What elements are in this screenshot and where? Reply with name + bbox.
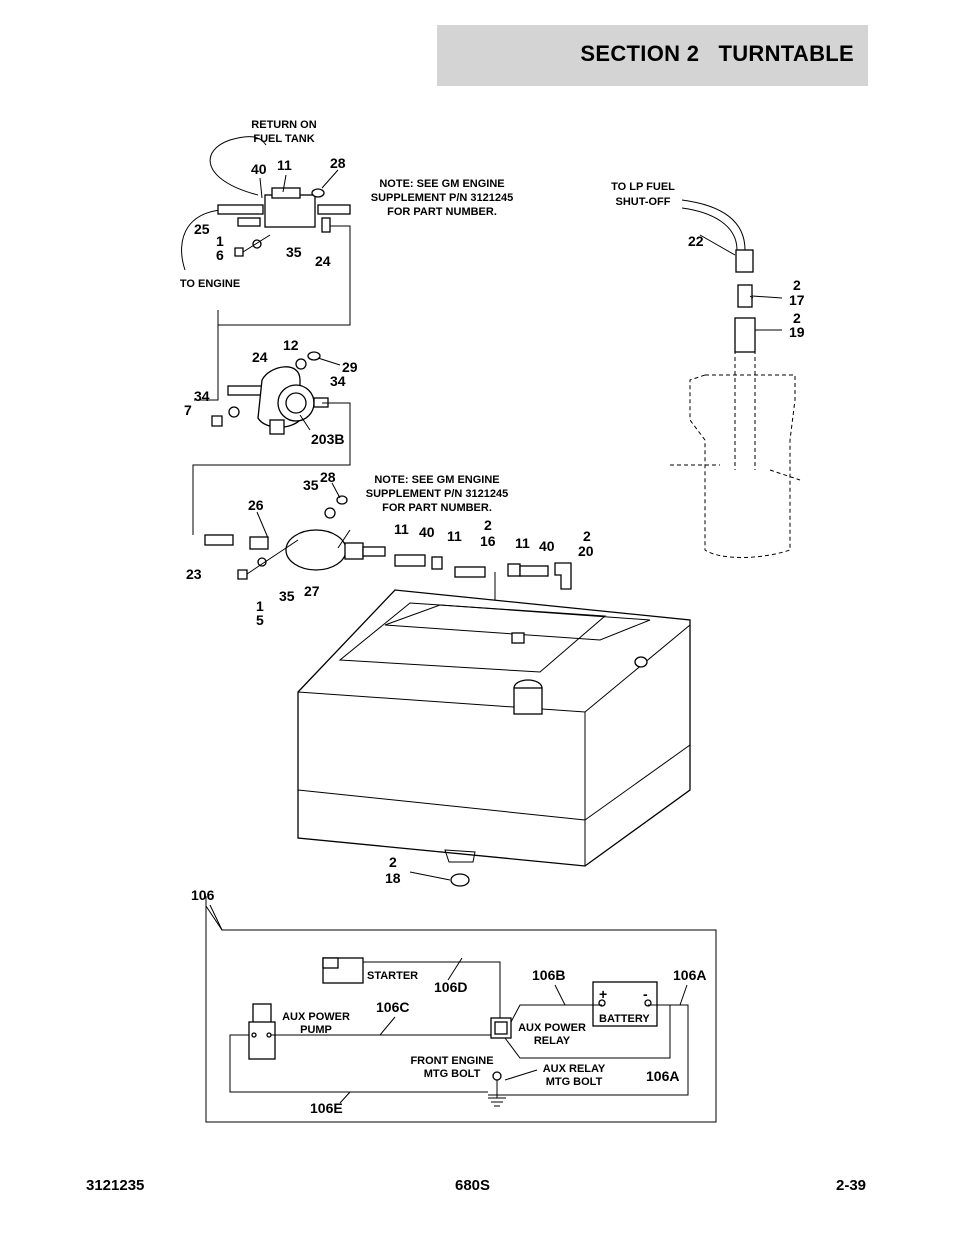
note1-line2: SUPPLEMENT P/N 3121245 [371, 192, 513, 204]
part-number: 19 [789, 324, 805, 340]
part-number: 20 [578, 543, 594, 559]
battery-label: BATTERY [599, 1013, 650, 1025]
front-engine-label-2: MTG BOLT [424, 1068, 481, 1080]
note2-line2: SUPPLEMENT P/N 3121245 [366, 488, 508, 500]
callout-to-engine: TO ENGINE [180, 278, 240, 290]
relay-label-1: AUX POWER [518, 1022, 586, 1034]
aux-power-pump [248, 1021, 276, 1060]
part-number: 6 [216, 247, 224, 263]
battery-plus: + [599, 986, 607, 1002]
part-number: 2 [484, 517, 492, 533]
part-number: 28 [320, 469, 336, 485]
footer-model: 680S [455, 1177, 491, 1194]
note2-line3: FOR PART NUMBER. [382, 502, 492, 514]
ref-106d: 106D [434, 979, 467, 995]
fuel-filter-line [204, 495, 572, 640]
ref-106a-top: 106A [673, 967, 706, 983]
ref-106a-bottom: 106A [646, 1068, 679, 1084]
fuel-tank [297, 589, 691, 887]
part-number: 18 [385, 870, 401, 886]
aux-relay-label-1: AUX RELAY [543, 1063, 606, 1075]
part-number: 5 [256, 612, 264, 628]
wiring-diagram: 106 STARTER 106D + - BATTERY 106B 106A A… [191, 887, 717, 1123]
battery-minus: - [643, 986, 648, 1002]
part-number: 23 [186, 566, 202, 582]
part-number: 11 [277, 157, 292, 173]
part-number: 40 [419, 524, 435, 540]
part-number: 27 [304, 583, 320, 599]
part-number: 34 [194, 388, 210, 404]
part-number: 35 [286, 244, 302, 260]
aux-relay-label-2: MTG BOLT [546, 1076, 603, 1088]
part-number: 203B [311, 431, 344, 447]
ref-106e: 106E [310, 1100, 343, 1116]
footer-doc-number: 3121235 [86, 1177, 145, 1194]
starter-label: STARTER [367, 970, 418, 982]
leader-lines [256, 169, 783, 549]
pump-label-2: PUMP [300, 1024, 332, 1036]
note1-line1: NOTE: SEE GM ENGINE [379, 178, 504, 190]
part-number: 24 [252, 349, 268, 365]
part-number: 11 [515, 535, 530, 551]
section-header: SECTION 2 TURNTABLE [437, 25, 868, 86]
regulator-assembly [192, 310, 351, 535]
part-number: 17 [789, 292, 805, 308]
note1-line3: FOR PART NUMBER. [387, 206, 497, 218]
ref-106b: 106B [532, 967, 565, 983]
fuel-fitting-assembly [181, 136, 351, 326]
pump-label-1: AUX POWER [282, 1011, 350, 1023]
part-number: 11 [447, 528, 462, 544]
lp-shutoff-assembly [670, 199, 801, 558]
part-number: 35 [303, 477, 319, 493]
part-number: 7 [184, 402, 192, 418]
relay-label-2: RELAY [534, 1035, 571, 1047]
part-number: 12 [283, 337, 299, 353]
part-number: 1 [216, 233, 224, 249]
section-title: SECTION 2 TURNTABLE [580, 41, 854, 66]
part-number: 2 [793, 310, 801, 326]
part-number: 1 [256, 598, 264, 614]
part-number: 40 [251, 161, 267, 177]
callout-lp-line1: TO LP FUEL [611, 181, 675, 193]
note2-line1: NOTE: SEE GM ENGINE [374, 474, 499, 486]
part-number: 2 [583, 528, 591, 544]
part-number: 25 [194, 221, 210, 237]
part-number: 16 [480, 533, 496, 549]
footer-page-number: 2-39 [836, 1177, 867, 1194]
part-number: 2 [389, 854, 397, 870]
part-number: 28 [330, 155, 346, 171]
callout-return-line1: RETURN ON [251, 119, 316, 131]
part-number: 40 [539, 538, 555, 554]
part-number: 24 [315, 253, 331, 269]
part-number: 22 [688, 233, 704, 249]
callout-return-line2: FUEL TANK [253, 133, 314, 145]
front-engine-label-1: FRONT ENGINE [410, 1055, 493, 1067]
ref-106: 106 [191, 887, 215, 903]
part-number: 29 [342, 359, 358, 375]
callout-lp-line2: SHUT-OFF [616, 196, 671, 208]
part-number: 2 [793, 277, 801, 293]
ref-106c: 106C [376, 999, 409, 1015]
part-number: 34 [330, 373, 346, 389]
part-number: 35 [279, 588, 295, 604]
part-number: 26 [248, 497, 264, 513]
part-number: 11 [394, 521, 409, 537]
diagram-labels: RETURN ON FUEL TANK TO ENGINE TO LP FUEL… [180, 119, 805, 886]
